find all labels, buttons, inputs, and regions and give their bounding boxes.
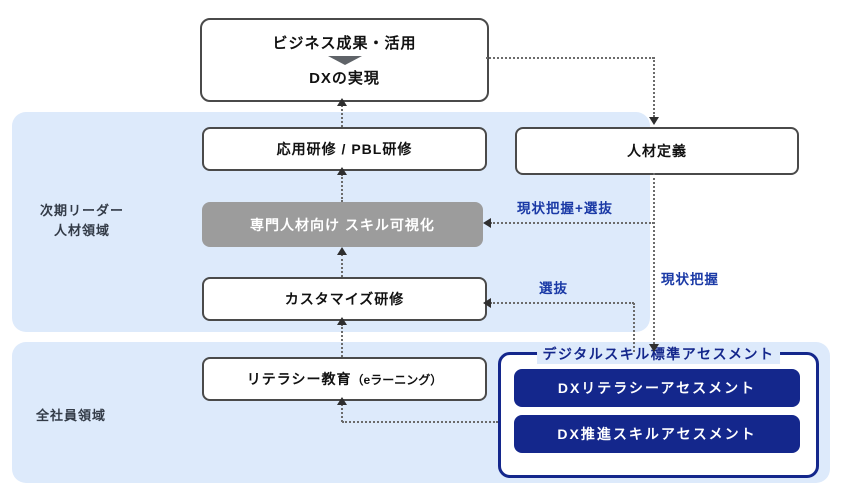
connector-viz-to-applied [341,174,343,202]
box-literacy-education: リテラシー教育 （eラーニング） [202,357,487,401]
box-customized-training: カスタマイズ研修 [202,277,487,321]
box-literacy-education-main: リテラシー教育 [246,371,352,387]
arrowhead-left-icon [483,298,491,308]
box-business-outcome-line2: DXの実現 [309,70,380,87]
dx-literacy-assessment-button: DXリテラシーアセスメント [514,369,800,407]
dx-promotion-skill-assessment-button: DX推進スキルアセスメント [514,415,800,453]
connector-select-v [633,303,635,352]
connector-talent-to-assessment [653,173,655,344]
connector-custom-to-viz [341,254,343,277]
connector-applied-to-top [341,105,343,127]
region-label-next-leader-line2: 人材領域 [53,222,110,238]
connector-assessment-to-literacy-v [341,404,343,422]
connector-literacy-to-custom [341,324,343,357]
connector-assessment-to-literacy-h [342,421,498,423]
region-label-next-leader: 次期リーダー 人材領域 [24,201,140,240]
box-skill-visualization: 専門人材向け スキル可視化 [202,202,483,247]
arrowhead-up-icon [337,247,347,255]
box-applied-training: 応用研修 / PBL研修 [202,127,487,171]
arrowhead-down-icon [649,117,659,125]
region-label-all-employees: 全社員領域 [36,408,107,423]
edge-label-grasp: 現状把握 [661,272,719,287]
connector-select-h [490,302,634,304]
assessment-title: デジタルスキル標準アセスメント [536,344,781,364]
arrowhead-up-icon [337,98,347,106]
down-triangle-icon [327,56,362,65]
box-talent-definition: 人材定義 [515,127,799,175]
arrowhead-left-icon [483,218,491,228]
connector-top-to-talent-h [486,57,654,59]
region-label-next-leader-line1: 次期リーダー [39,203,124,218]
connector-top-to-talent-v [653,57,655,117]
box-business-outcome: ビジネス成果・活用 DXの実現 [200,18,489,102]
assessment-container: デジタルスキル標準アセスメント DXリテラシーアセスメント DX推進スキルアセス… [498,344,819,478]
connector-grasp-select-to-viz [490,222,654,224]
edge-label-grasp-and-select: 現状把握+選抜 [517,201,613,216]
box-business-outcome-line1: ビジネス成果・活用 [272,35,417,52]
arrowhead-up-icon [337,317,347,325]
arrowhead-up-icon [337,397,347,405]
box-literacy-education-sub: （eラーニング） [351,372,443,387]
arrowhead-down-icon [649,344,659,352]
edge-label-select: 選抜 [539,281,568,296]
arrowhead-up-icon [337,167,347,175]
